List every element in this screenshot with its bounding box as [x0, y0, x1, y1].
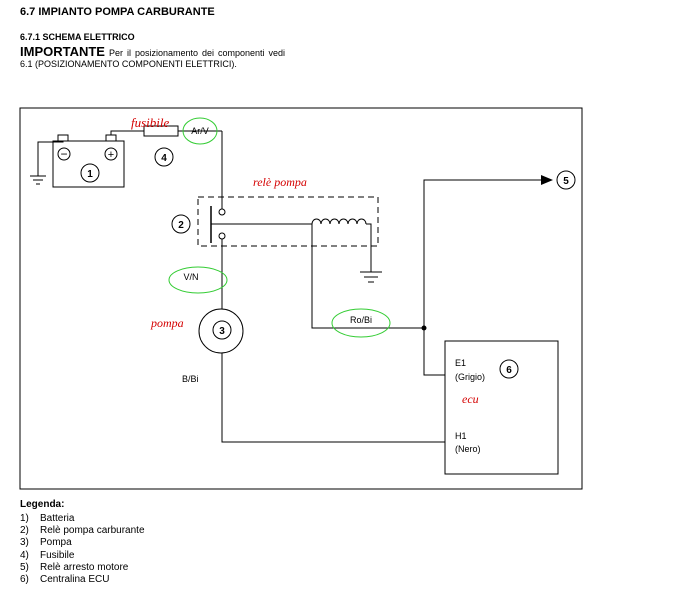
- legend-item: 5) Relè arresto motore: [20, 562, 145, 574]
- marker-circle-6: [499, 359, 519, 379]
- battery-ground-icon: [30, 139, 64, 185]
- diagram-frame: [19, 107, 583, 490]
- ecu: [444, 340, 559, 475]
- marker-circle-2: [171, 214, 191, 234]
- marker-5: 5: [563, 176, 569, 187]
- ecu-pin-e1: E1: [455, 358, 466, 368]
- relay-annotation: relè pompa: [253, 175, 307, 189]
- wire-pump-ecu: [221, 353, 445, 443]
- wire-coil-ecu: [311, 224, 445, 376]
- legend-item-label: Centralina ECU: [40, 574, 110, 586]
- legend-item-label: Fusibile: [40, 549, 75, 561]
- legend-item-number: 3): [20, 537, 29, 549]
- legend-item-label: Batteria: [40, 513, 75, 524]
- legend-item: 4) Fusibile: [20, 550, 145, 562]
- important-text: Per il posizionamento dei componenti ved…: [20, 48, 285, 69]
- battery-minus-sign: −: [60, 147, 67, 161]
- legend-list: 1) Batteria 2) Relè pompa carburante 3) Pom…: [20, 513, 145, 586]
- ecu-annotation: ecu: [462, 392, 479, 406]
- marker-4: 4: [161, 153, 167, 164]
- wire-to-stop-relay: [423, 179, 548, 328]
- marker-circle-5: [556, 170, 576, 190]
- marker-circle-4: [154, 147, 174, 167]
- legend-item-label: Relè arresto motore: [40, 561, 129, 573]
- relay-contact: [210, 206, 312, 243]
- legend-item: 2) Relè pompa carburante: [20, 525, 145, 537]
- ecu-pin-e1-color: (Grigio): [455, 372, 485, 382]
- legend-title: Legenda:: [20, 499, 65, 510]
- pump-annotation: pompa: [150, 316, 184, 330]
- relay-box: [197, 196, 379, 247]
- wire-label-v-n: V/N: [183, 272, 198, 282]
- legend-item-number: 6): [20, 574, 29, 586]
- legend-item-label: Pompa: [40, 537, 72, 549]
- marker-2: 2: [178, 220, 184, 231]
- relay-coil-icon: [311, 218, 367, 225]
- relay-ground-icon: [360, 223, 382, 283]
- marker-circle-1: [80, 163, 100, 183]
- legend-item-number: 4): [20, 549, 29, 561]
- subsection-title: 6.7.1 SCHEMA ELETTRICO: [20, 32, 135, 42]
- ecu-pin-h1-color: (Nero): [455, 444, 481, 454]
- section-title: 6.7 IMPIANTO POMPA CARBURANTE: [20, 6, 215, 18]
- wire-label-ar-v: Ar/V: [191, 126, 209, 136]
- wire-label-ro-bi: Ro/Bi: [350, 315, 372, 325]
- important-note: IMPORTANTE Per il posizionamento dei com…: [20, 44, 285, 70]
- legend-item-number: 5): [20, 561, 29, 573]
- arrow-right-icon: [541, 175, 553, 185]
- highlight-v-n: [168, 266, 228, 294]
- battery-plus-sign: +: [108, 149, 114, 161]
- important-label: IMPORTANTE: [20, 44, 105, 59]
- legend-item-number: 2): [20, 525, 29, 537]
- highlight-ro-bi: [331, 308, 391, 338]
- marker-3: 3: [219, 326, 225, 337]
- legend-item-number: 1): [20, 513, 29, 524]
- marker-6: 6: [506, 365, 512, 376]
- wire-battery-fuse: [110, 130, 144, 135]
- legend-item-label: Relè pompa carburante: [40, 525, 145, 537]
- fuse-annotation: fusibile: [131, 115, 170, 130]
- marker-circle-3: [212, 320, 232, 340]
- ecu-pin-h1: H1: [455, 431, 467, 441]
- marker-1: 1: [87, 169, 93, 180]
- legend-item: 1) Batteria: [20, 513, 145, 525]
- wire-label-b-bi: B/Bi: [182, 374, 199, 384]
- legend-item: 3) Pompa: [20, 537, 145, 549]
- highlight-ar-v: [182, 117, 218, 145]
- legend-item: 6) Centralina ECU: [20, 574, 145, 586]
